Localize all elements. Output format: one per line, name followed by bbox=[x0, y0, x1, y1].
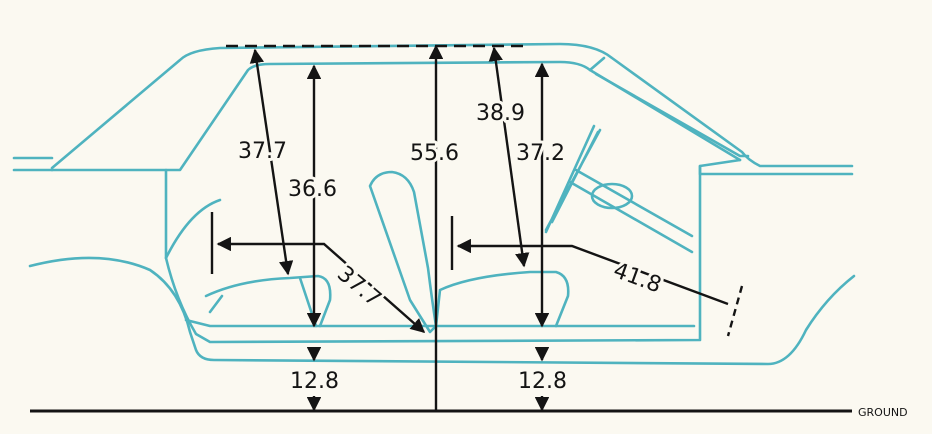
rear-door-outline bbox=[164, 164, 702, 344]
roof-inner bbox=[50, 60, 742, 172]
b-pillar bbox=[164, 198, 222, 260]
rear-headroom-diagonal-label: 37.7 bbox=[238, 139, 287, 164]
front-seat-back bbox=[368, 170, 438, 334]
rear-headroom-diagonal-line bbox=[249, 48, 294, 276]
rear-deck-line bbox=[12, 156, 54, 172]
front-legroom-end-tick bbox=[726, 285, 744, 337]
front-headroom-vertical-label: 37.2 bbox=[516, 141, 565, 166]
dimension-lines bbox=[30, 44, 852, 413]
front-legroom-line bbox=[456, 238, 729, 306]
dimension-labels: 37.7 36.6 55.6 38.9 37.2 37.7 41.8 12.8 … bbox=[235, 98, 908, 419]
steering-hub bbox=[590, 182, 634, 210]
rear-headroom-vertical-label: 36.6 bbox=[288, 177, 337, 202]
front-ground-clearance-label: 12.8 bbox=[518, 369, 567, 394]
windshield-line bbox=[588, 56, 750, 158]
rear-seat bbox=[204, 274, 332, 328]
steering-column bbox=[568, 168, 694, 254]
front-headroom-diagonal-line bbox=[488, 46, 530, 268]
rear-body-curve bbox=[28, 256, 856, 366]
door-sill bbox=[184, 318, 696, 328]
rear-legroom-label: 37.7 bbox=[332, 261, 386, 312]
front-headroom-diagonal-label: 38.9 bbox=[476, 101, 525, 126]
steering-wheel bbox=[544, 124, 602, 234]
ground-label: GROUND bbox=[858, 406, 908, 419]
rear-ground-clearance-label: 12.8 bbox=[290, 369, 339, 394]
roof-outer bbox=[50, 42, 854, 170]
overall-height-label: 55.6 bbox=[410, 141, 459, 166]
car-outline bbox=[12, 42, 856, 366]
rear-legroom-line bbox=[216, 236, 426, 333]
front-seat-cushion bbox=[434, 270, 570, 328]
front-legroom-label: 41.8 bbox=[610, 258, 665, 298]
